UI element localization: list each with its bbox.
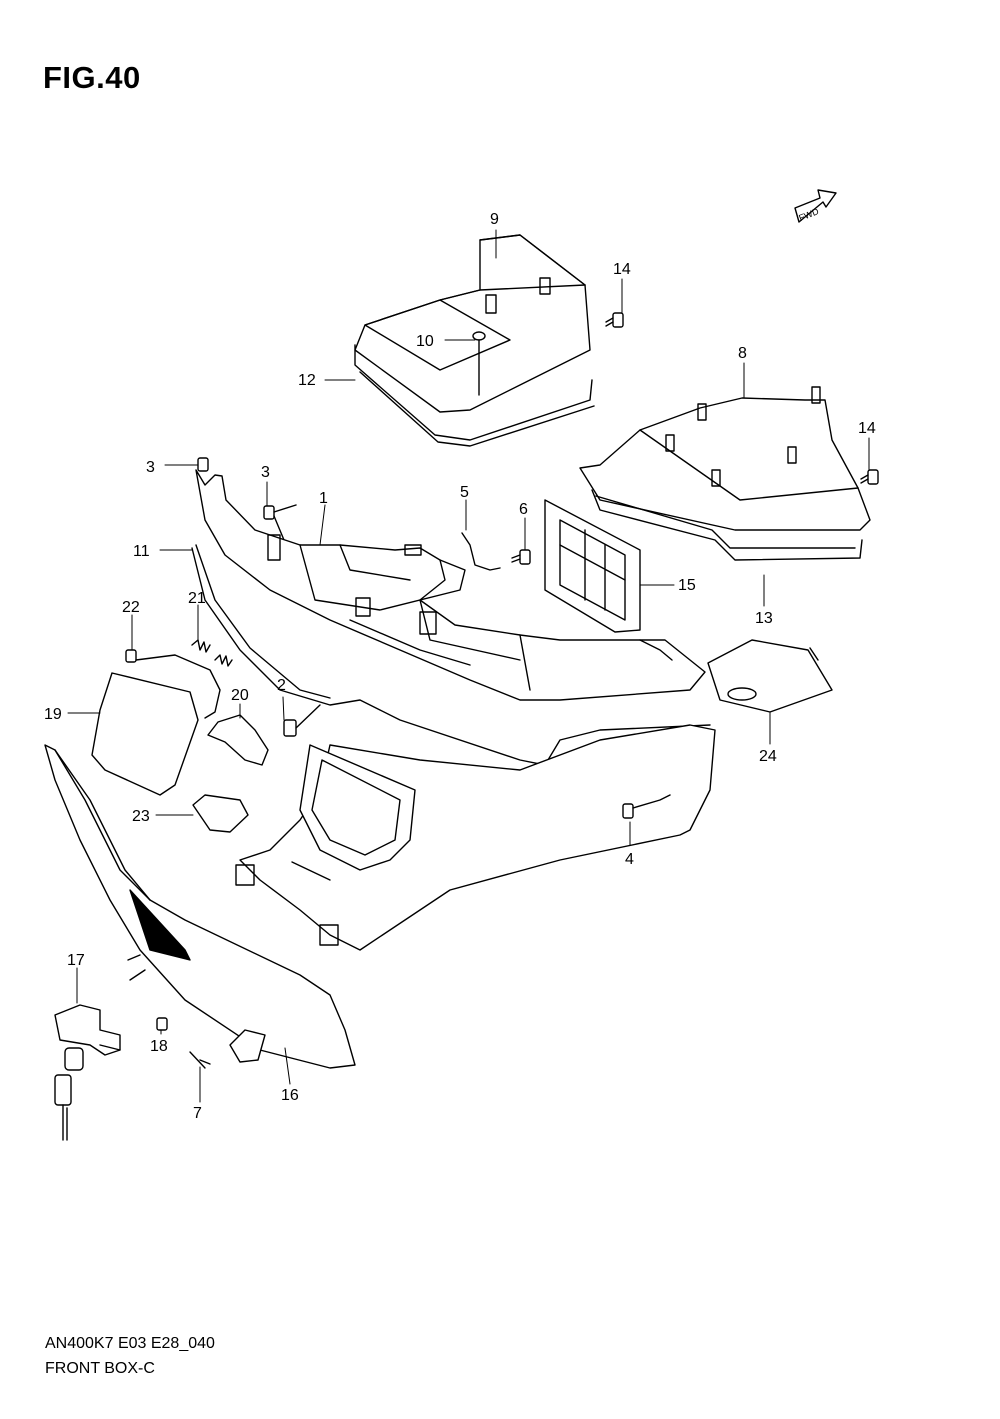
part-12-seal	[354, 344, 595, 447]
part-21-springs	[191, 639, 233, 667]
model-code: AN400K7 E03 E28_040	[45, 1335, 215, 1352]
part-16-box-door	[44, 744, 356, 1069]
callout-20: 20	[231, 687, 249, 704]
part-14-bolt-upper	[605, 312, 624, 328]
callout-22: 22	[122, 599, 140, 616]
part-23-handle	[192, 794, 249, 833]
part-1-front-box	[195, 469, 706, 701]
callout-1: 1	[319, 490, 328, 507]
part-15-side-panel	[544, 499, 641, 633]
callout-13: 13	[755, 610, 773, 627]
part-24-cover	[707, 639, 833, 713]
callout-14-right: 14	[858, 420, 876, 437]
callout-24: 24	[759, 748, 777, 765]
part-18-screw	[156, 1017, 168, 1031]
part-4-bolt	[622, 794, 671, 819]
part-19-lid-panel	[91, 672, 199, 796]
forward-arrow-icon: FWD	[794, 189, 837, 223]
callout-6: 6	[519, 501, 528, 518]
part-1-lower-fairing	[235, 724, 716, 951]
callout-2: 2	[277, 677, 286, 694]
part-20-latch	[207, 714, 269, 766]
part-7-pin	[189, 1051, 211, 1069]
part-22-clip	[125, 649, 221, 719]
part-2-bolt	[283, 704, 321, 737]
callout-9: 9	[490, 211, 499, 228]
leader-lines	[67, 229, 870, 1103]
part-11-seal	[191, 544, 711, 766]
callout-21: 21	[188, 590, 206, 607]
part-3-bolt-mid	[263, 504, 297, 541]
callout-7: 7	[193, 1105, 202, 1122]
callout-17: 17	[67, 952, 85, 969]
callout-10: 10	[416, 333, 434, 350]
callout-labels: 1 2 3 3 4 5 6 7 8 9 10 11 12 13 14 14 15…	[44, 211, 876, 1122]
figure-title: FIG.40	[43, 60, 141, 95]
callout-8: 8	[738, 345, 747, 362]
callout-3-left: 3	[146, 459, 155, 476]
part-17-lock	[54, 1004, 121, 1141]
part-5-wire	[461, 532, 501, 571]
callout-3-mid: 3	[261, 464, 270, 481]
callout-11: 11	[133, 543, 150, 560]
callout-14-upper: 14	[613, 261, 631, 278]
callout-4: 4	[625, 851, 634, 868]
part-9-lid	[354, 234, 591, 413]
part-14-bolt-right	[860, 469, 879, 485]
callout-12: 12	[298, 372, 316, 389]
section-name: FRONT BOX-C	[45, 1360, 155, 1377]
part-8-inner-tray	[579, 386, 871, 531]
callout-15: 15	[678, 577, 696, 594]
callout-23: 23	[132, 808, 150, 825]
part-6-bolt	[511, 549, 531, 565]
callout-19: 19	[44, 706, 62, 723]
callout-18: 18	[150, 1038, 168, 1055]
part-10-screw	[472, 331, 486, 396]
part-3-bolt-left	[197, 457, 209, 472]
callout-5: 5	[460, 484, 469, 501]
part-13-seal	[591, 489, 863, 561]
callout-16: 16	[281, 1087, 299, 1104]
